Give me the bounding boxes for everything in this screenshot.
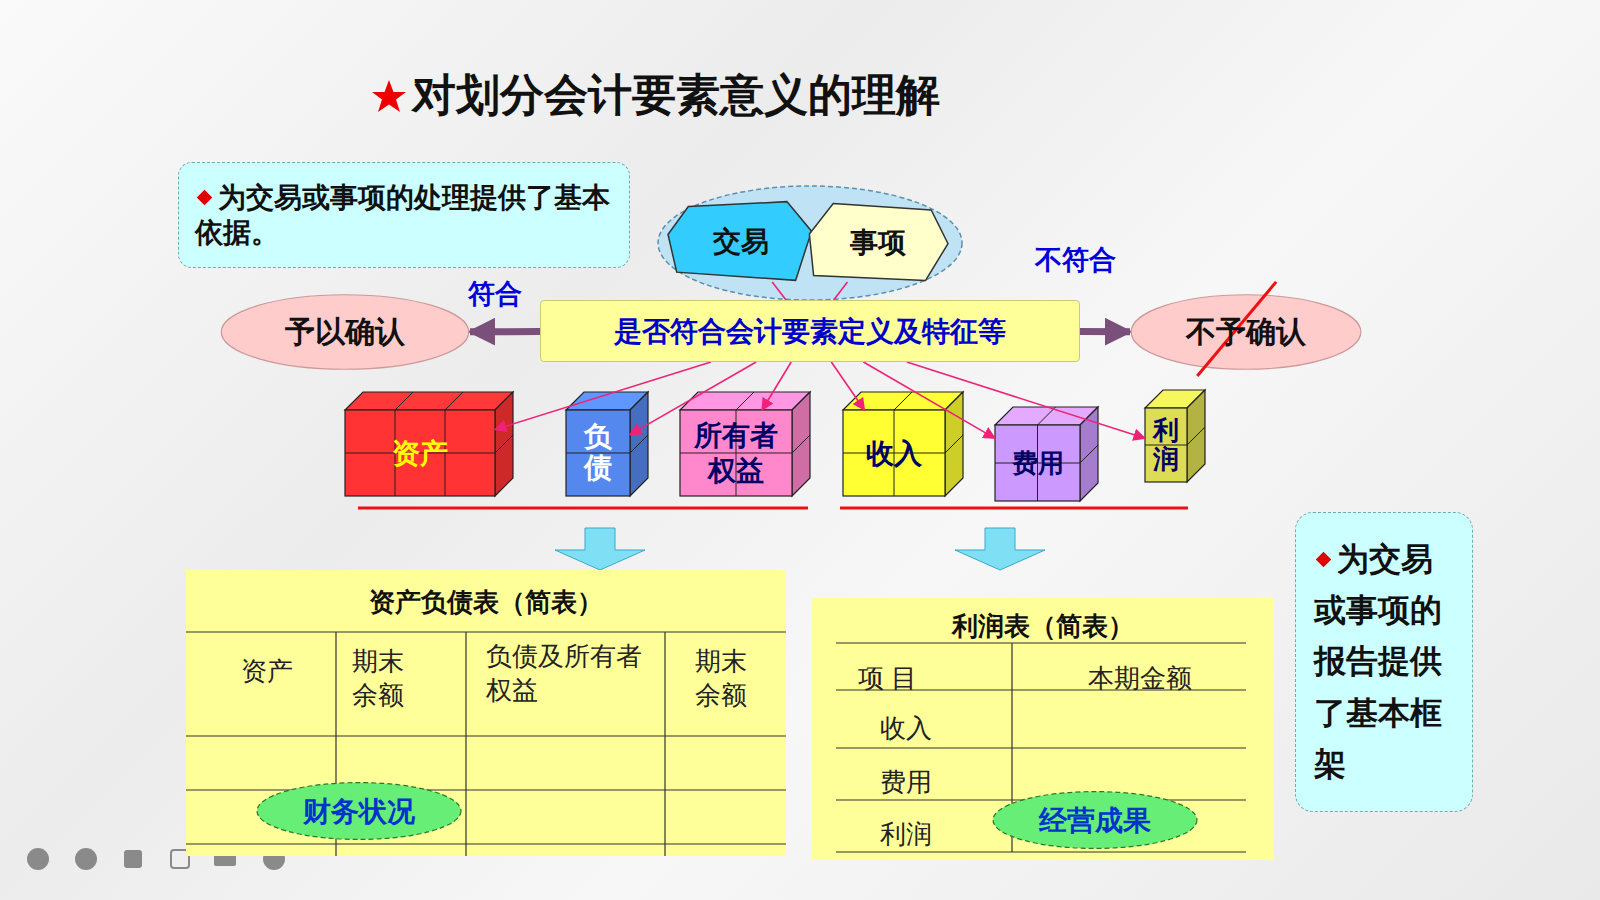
cube-drawing bbox=[843, 392, 963, 496]
connector bbox=[772, 282, 786, 300]
ellipse-box: 财务状况 bbox=[256, 782, 462, 840]
table-cell: 期末余额 bbox=[352, 645, 416, 713]
node-text: 事项 bbox=[850, 227, 906, 258]
bullet-diamond bbox=[197, 190, 213, 206]
slide-title: 对划分会计要素意义的理解 bbox=[412, 66, 940, 125]
text-wrap: 资产 bbox=[392, 436, 448, 471]
connector bbox=[762, 362, 791, 410]
element-cube: 负债 bbox=[566, 410, 630, 496]
pentagon-box: 交易 bbox=[668, 200, 813, 282]
node-text: 交易 bbox=[713, 226, 769, 257]
text-wrap: 财务状况 bbox=[303, 794, 415, 829]
connector bbox=[470, 328, 540, 335]
text-wrap: 不予确认 bbox=[1186, 313, 1306, 351]
table-cell: 利润 bbox=[880, 818, 960, 852]
table-cell: 资产 bbox=[222, 655, 312, 689]
text-wrap: 收入 bbox=[866, 436, 922, 471]
table-cell: 本期金额 bbox=[1088, 662, 1208, 696]
text-wrap: 经营成果 bbox=[1039, 803, 1151, 838]
element-cube: 费用 bbox=[995, 425, 1080, 501]
title-star bbox=[372, 80, 406, 112]
node-text: 为交易或事项的报告提供了基本框架 bbox=[1314, 541, 1442, 782]
text-wrap: 所有者权益 bbox=[684, 418, 788, 488]
element-cube: 资产 bbox=[345, 410, 495, 496]
text-wrap: 负债 bbox=[584, 422, 612, 484]
connector bbox=[863, 362, 995, 438]
node-text: 费用 bbox=[1012, 448, 1064, 478]
connector bbox=[495, 362, 711, 430]
underline bbox=[358, 507, 808, 510]
text-wrap: 事项 bbox=[850, 225, 906, 260]
node-text: 是否符合会计要素定义及特征等 bbox=[614, 316, 1006, 347]
node-text: 利润表（简表） bbox=[952, 611, 1134, 641]
connector bbox=[907, 362, 1145, 438]
connector bbox=[1080, 328, 1130, 335]
table-panel: 资产负债表（简表） 财务状况 bbox=[186, 570, 786, 856]
ellipse-box: 不予确认 bbox=[1130, 294, 1362, 370]
cube-drawing bbox=[995, 407, 1098, 501]
text-wrap: 资产负债表（简表） bbox=[369, 586, 603, 619]
bullet-diamond bbox=[1316, 552, 1332, 568]
table-cell: 负债及所有者权益 bbox=[486, 640, 650, 708]
cube-drawing bbox=[680, 392, 810, 496]
block-arrow bbox=[555, 528, 645, 570]
element-cube: 所有者权益 bbox=[680, 410, 792, 496]
node-text: 资产 bbox=[392, 438, 448, 469]
table-cell: 期末余额 bbox=[695, 645, 759, 713]
callout-box: 是否符合会计要素定义及特征等 bbox=[540, 300, 1080, 362]
ellipse-box: 经营成果 bbox=[992, 791, 1198, 849]
pentagon-box: 事项 bbox=[808, 202, 948, 282]
table-cell: 项 目 bbox=[858, 662, 968, 696]
node-text: 为交易或事项的处理提供了基本依据。 bbox=[195, 182, 610, 248]
node-text: 资产负债表（简表） bbox=[369, 587, 603, 617]
text-wrap: 交易 bbox=[713, 224, 769, 259]
cube-drawing bbox=[345, 392, 513, 496]
node-text: 经营成果 bbox=[1039, 805, 1151, 836]
text-wrap: 是否符合会计要素定义及特征等 bbox=[614, 314, 1006, 349]
element-cube: 利润 bbox=[1145, 408, 1187, 482]
node-text: 予以确认 bbox=[285, 315, 405, 348]
callout-box: 为交易或事项的报告提供了基本框架 bbox=[1295, 512, 1473, 812]
table-cell: 费用 bbox=[880, 766, 960, 800]
text-wrap: 利润 bbox=[1153, 416, 1179, 473]
connector bbox=[831, 362, 864, 410]
text-wrap: 予以确认 bbox=[285, 313, 405, 351]
connector bbox=[834, 282, 848, 300]
group-ellipse bbox=[658, 186, 962, 300]
block-arrow bbox=[955, 528, 1045, 570]
node-text: 负债 bbox=[584, 422, 612, 484]
text-wrap: 为交易或事项的报告提供了基本框架 bbox=[1314, 534, 1454, 790]
underline bbox=[840, 507, 1188, 510]
edge-label: 不符合 bbox=[1035, 242, 1116, 278]
node-text: 财务状况 bbox=[303, 796, 415, 827]
node-text: 不予确认 bbox=[1186, 315, 1306, 348]
cube-drawing bbox=[1145, 390, 1205, 482]
element-cube: 收入 bbox=[843, 410, 945, 496]
edge-label: 符合 bbox=[468, 276, 522, 312]
cube-drawing bbox=[566, 392, 648, 496]
node-text: 利润 bbox=[1153, 416, 1179, 473]
ellipse-box: 予以确认 bbox=[220, 294, 470, 370]
node-text: 所有者权益 bbox=[694, 420, 778, 486]
text-wrap: 为交易或事项的处理提供了基本依据。 bbox=[195, 180, 613, 250]
callout-box: 为交易或事项的处理提供了基本依据。 bbox=[178, 162, 630, 268]
text-wrap: 费用 bbox=[1012, 447, 1064, 480]
table-cell: 收入 bbox=[880, 712, 960, 746]
text-wrap: 利润表（简表） bbox=[952, 610, 1134, 643]
node-text: 收入 bbox=[866, 438, 922, 469]
